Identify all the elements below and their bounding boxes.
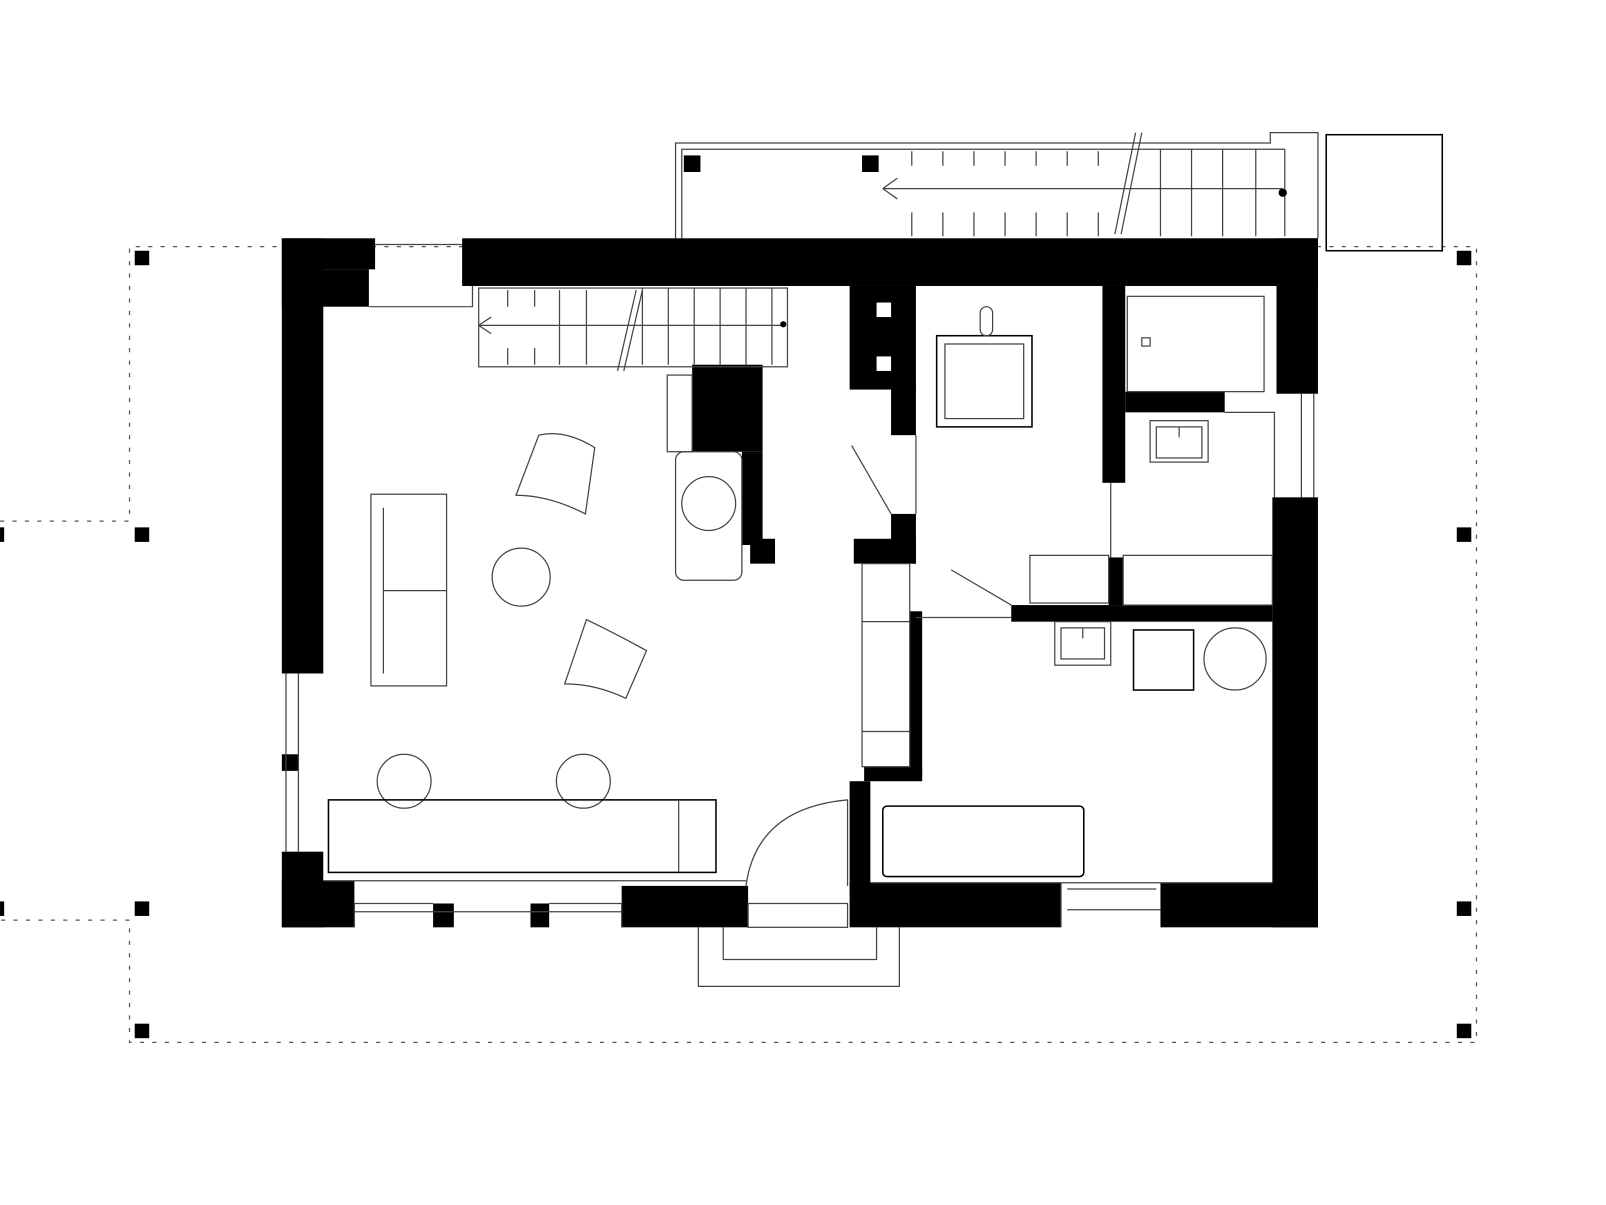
bathroom	[915, 306, 1112, 604]
fridge	[1132, 629, 1195, 691]
chair	[376, 753, 432, 809]
walls	[281, 238, 1318, 928]
chair	[555, 753, 611, 809]
stove	[674, 451, 743, 581]
outdoor-platform	[1325, 133, 1444, 252]
toilet-room	[1122, 295, 1276, 606]
shower-tray	[935, 334, 1033, 428]
kitchen	[870, 621, 1273, 884]
window-squares	[876, 302, 892, 371]
windows	[285, 243, 1315, 928]
kitchen-sink	[1054, 621, 1112, 666]
washing-machine	[1203, 627, 1267, 691]
counter	[882, 805, 1085, 878]
coffee-table	[491, 547, 551, 607]
desk	[327, 799, 717, 874]
armchair	[515, 432, 596, 515]
entrance	[697, 799, 900, 988]
living-room-furniture	[323, 374, 747, 882]
terrace-boundary	[0, 245, 1478, 1043]
sink	[1149, 420, 1209, 463]
hall-cabinets	[851, 445, 1012, 768]
exterior-stairs	[674, 132, 1319, 239]
armchair	[563, 618, 648, 700]
interior-staircase	[368, 285, 789, 372]
